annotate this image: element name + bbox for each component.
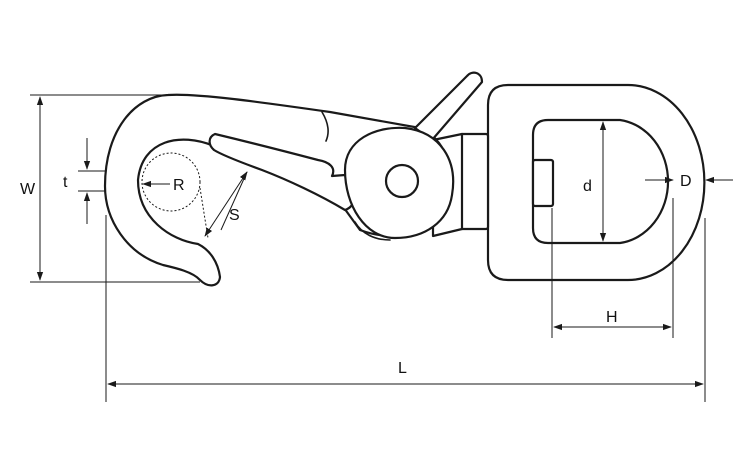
label-W: W xyxy=(20,181,36,198)
thumb-lever xyxy=(413,71,484,142)
label-D: D xyxy=(680,173,692,190)
spring-edge-1 xyxy=(321,111,329,142)
dimension-S: S xyxy=(199,171,248,239)
swivel-collar xyxy=(458,132,490,231)
label-t: t xyxy=(63,174,68,191)
dimension-W: W xyxy=(20,94,200,283)
swivel-shank-inner xyxy=(531,158,555,208)
label-S: S xyxy=(229,207,240,224)
label-d: d xyxy=(583,178,592,195)
dimension-t: t xyxy=(63,138,105,224)
dimension-d: d xyxy=(583,121,607,242)
dimension-D: D xyxy=(645,173,733,190)
dimension-L: L xyxy=(105,215,706,402)
hook-part xyxy=(103,71,706,287)
spring-edge-2 xyxy=(354,221,391,241)
label-H: H xyxy=(606,309,618,326)
label-L: L xyxy=(398,360,407,377)
dimension-R: R xyxy=(141,152,201,212)
pivot-pin xyxy=(384,163,420,199)
gate-latch xyxy=(208,132,358,212)
dimension-H: H xyxy=(551,198,674,338)
label-R: R xyxy=(173,177,185,194)
